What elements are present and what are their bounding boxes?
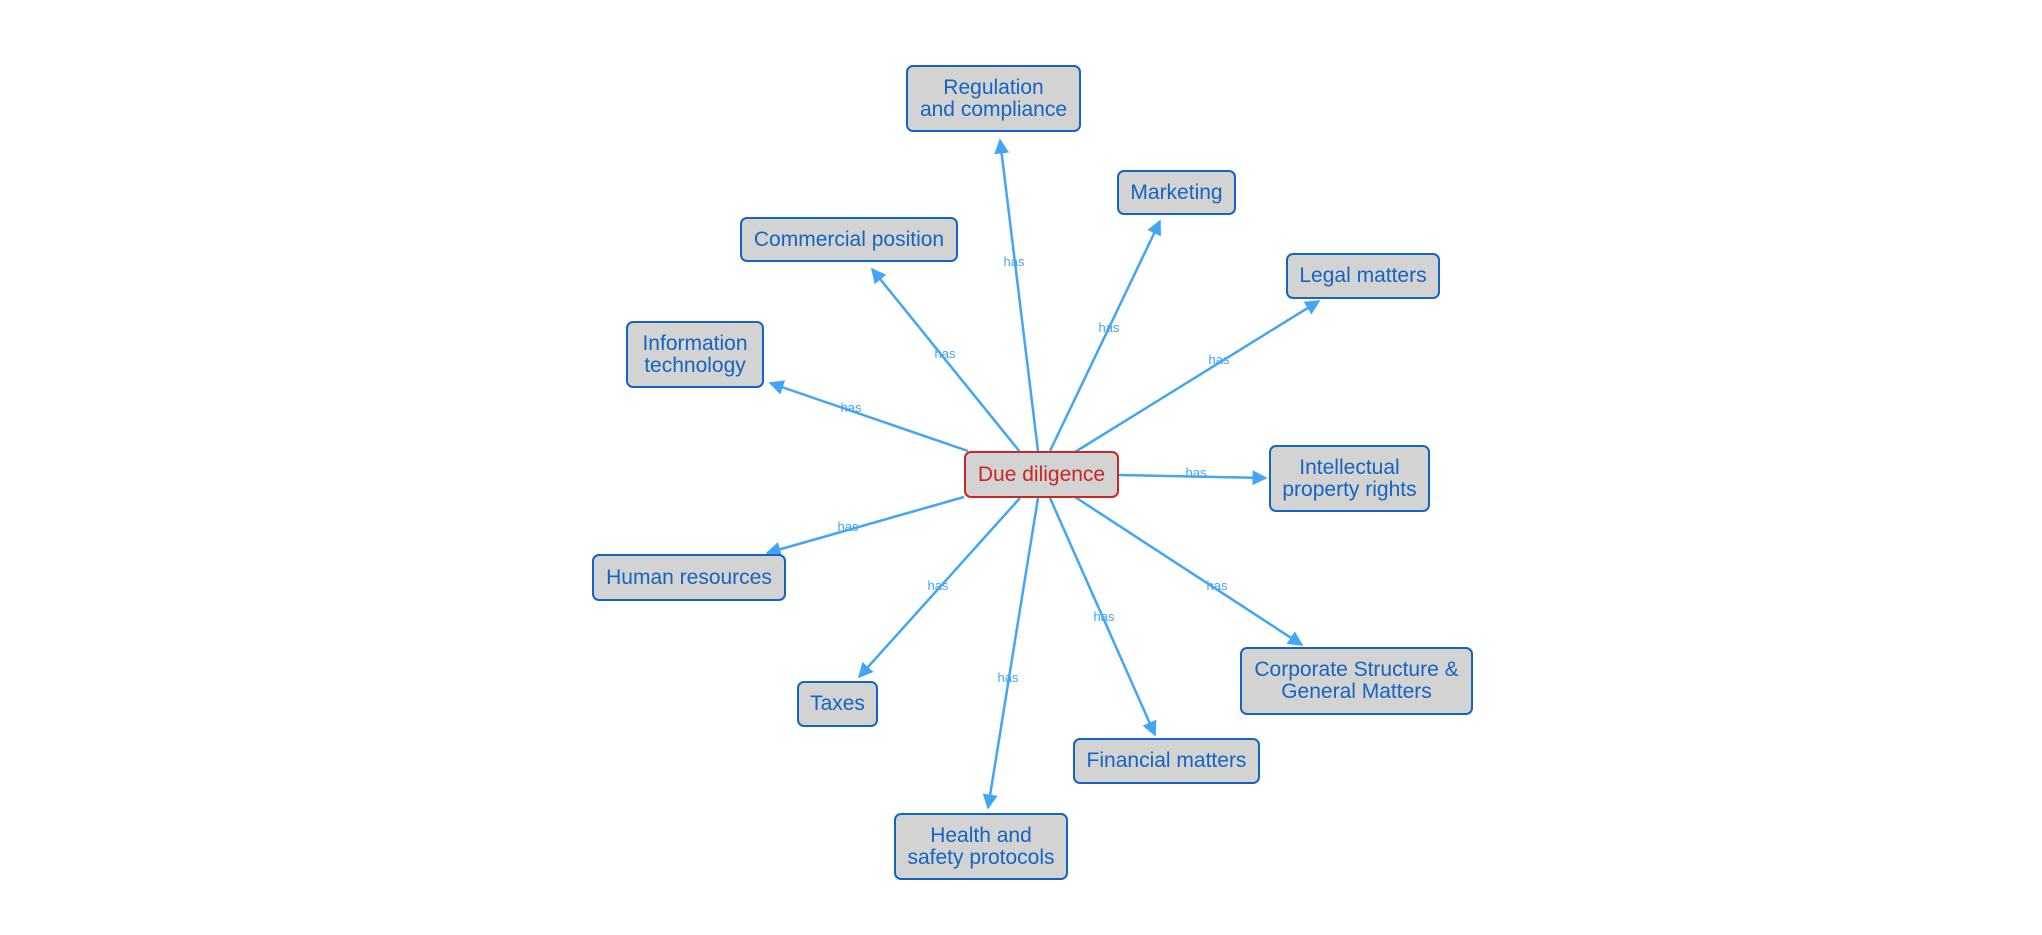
edge-financial (1048, 497, 1157, 737)
node-label: Human resources (606, 565, 772, 589)
edge-label-marketing: has (1099, 320, 1120, 335)
node-label: Health and safety protocols (907, 823, 1055, 869)
edge-marketing (1048, 219, 1162, 452)
node-corporate-structure[interactable]: Corporate Structure & General Matters (1240, 647, 1473, 715)
edge-label-financial: has (1094, 609, 1115, 624)
edge-taxes (857, 497, 1021, 679)
node-legal[interactable]: Legal matters (1286, 253, 1440, 299)
node-label: Marketing (1130, 180, 1223, 204)
node-health-safety[interactable]: Health and safety protocols (894, 813, 1068, 880)
node-label: Regulation and compliance (919, 75, 1068, 121)
edge-regulation (994, 138, 1040, 452)
edge-commercial (871, 267, 1021, 453)
node-intellectual-property[interactable]: Intellectual property rights (1269, 445, 1430, 512)
node-marketing[interactable]: Marketing (1117, 170, 1236, 215)
node-label: Due diligence (977, 462, 1106, 486)
node-taxes[interactable]: Taxes (797, 681, 878, 727)
edge-hr (765, 495, 965, 557)
edge-label-taxes: has (928, 578, 949, 593)
edge-label-corporate: has (1207, 578, 1228, 593)
node-label: Financial matters (1086, 749, 1247, 772)
edge-ip (1118, 470, 1268, 486)
node-human-resources[interactable]: Human resources (592, 554, 786, 601)
edge-label-commercial: has (935, 346, 956, 361)
edge-label-it: has (841, 400, 862, 415)
edge-label-hr: has (838, 519, 859, 534)
node-label: Intellectual property rights (1282, 455, 1417, 501)
node-label: Information technology (642, 331, 748, 377)
edge-health (982, 497, 1040, 810)
node-commercial[interactable]: Commercial position (740, 217, 958, 262)
node-regulation[interactable]: Regulation and compliance (906, 65, 1081, 132)
node-label: Legal matters (1299, 264, 1427, 287)
edge-label-ip: has (1186, 465, 1207, 480)
edge-label-regulation: has (1004, 254, 1025, 269)
edge-label-legal: has (1209, 352, 1230, 367)
node-due-diligence[interactable]: Due diligence (964, 451, 1119, 498)
edge-corporate (1074, 495, 1304, 647)
node-financial-matters[interactable]: Financial matters (1073, 738, 1260, 784)
node-information-technology[interactable]: Information technology (626, 321, 764, 388)
edge-legal (1074, 299, 1321, 454)
node-label: Taxes (810, 692, 865, 715)
edge-label-health: has (998, 670, 1019, 685)
edge-it (768, 380, 969, 453)
node-label: Corporate Structure & General Matters (1254, 658, 1459, 703)
node-label: Commercial position (753, 227, 945, 251)
